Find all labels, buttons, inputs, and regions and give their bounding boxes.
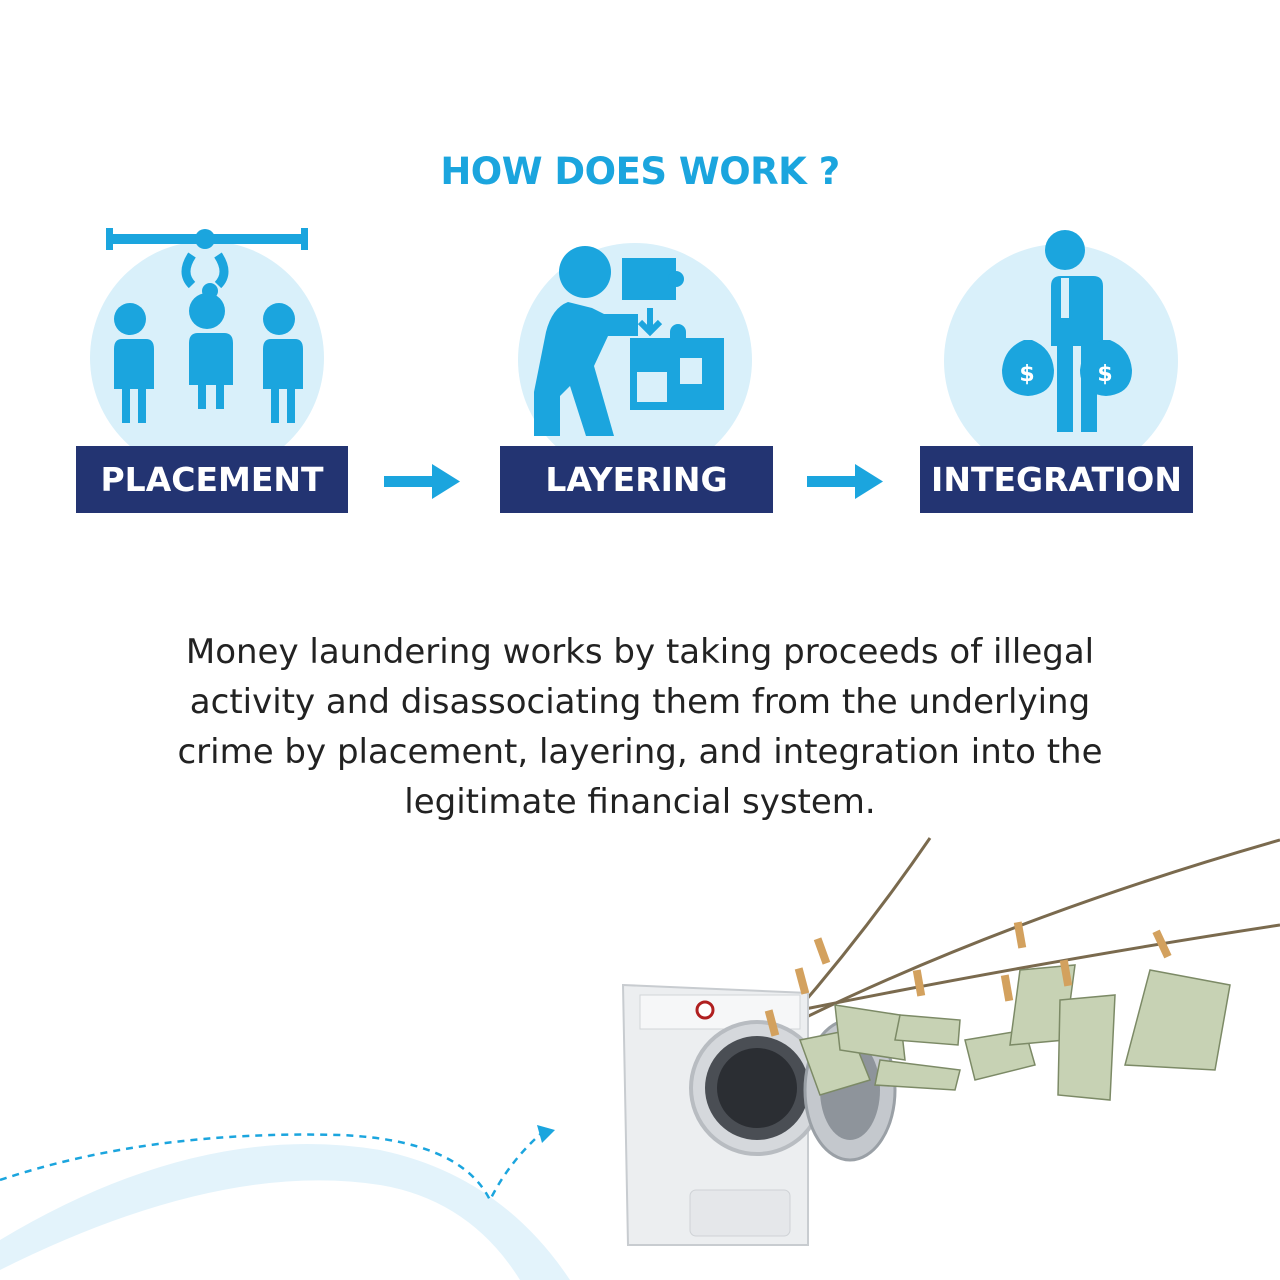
description-text: Money laundering works by taking proceed… <box>177 632 1103 822</box>
svg-text:$: $ <box>1019 362 1034 387</box>
placement-people-icon <box>90 228 324 450</box>
arrow-right-icon <box>384 464 460 499</box>
integration-moneybags-icon: $ $ <box>944 230 1178 450</box>
arrow-right-icon <box>807 464 883 499</box>
svg-text:$: $ <box>1097 362 1112 387</box>
layering-puzzle-icon <box>518 243 752 450</box>
page-title: HOW DOES WORK ? <box>440 150 840 193</box>
washing-machine-money-icon <box>0 837 1280 1280</box>
step-label-placement: PLACEMENT <box>76 446 348 513</box>
step-label-integration: INTEGRATION <box>920 446 1193 513</box>
step-label-layering: LAYERING <box>500 446 773 513</box>
